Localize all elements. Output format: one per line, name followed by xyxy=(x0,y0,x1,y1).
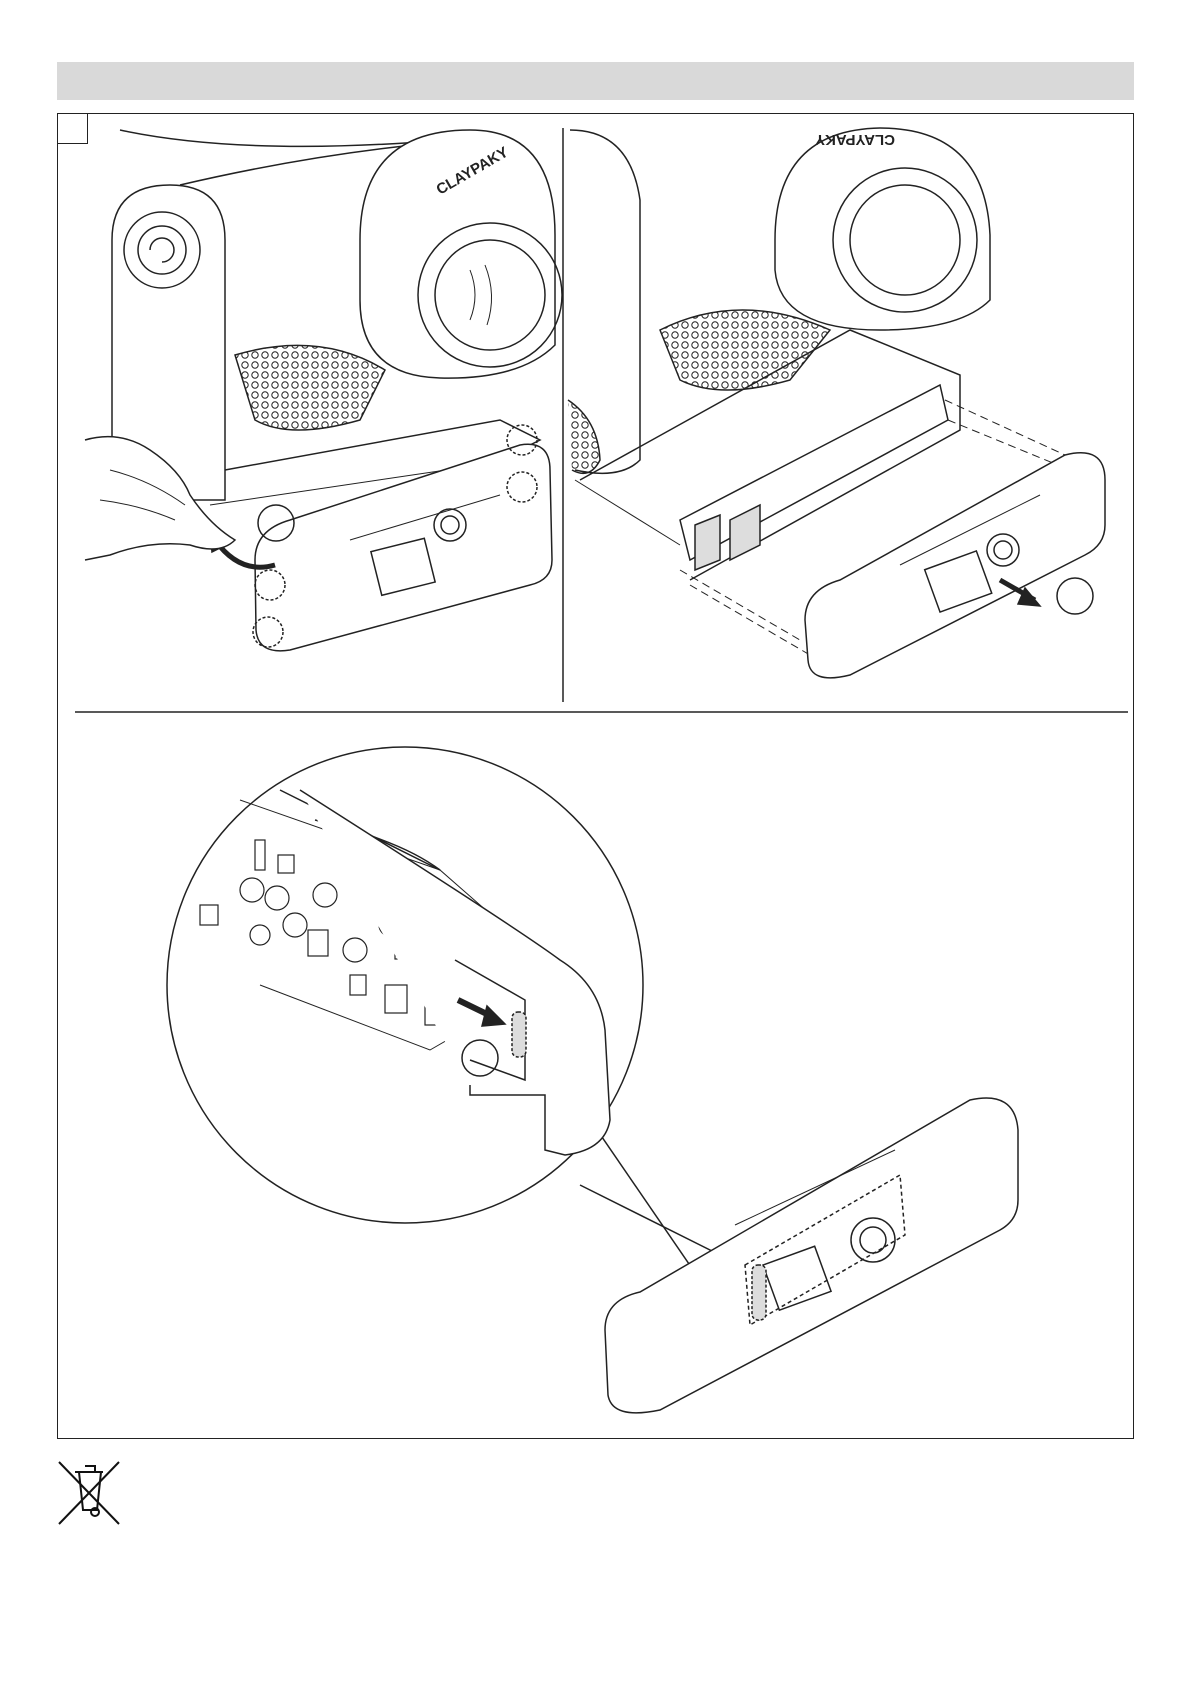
vent-grille xyxy=(235,345,385,430)
panel-detail-zoom xyxy=(167,747,1018,1413)
logo-text-2: CLAYPAKY xyxy=(815,131,895,148)
callout-circle-2 xyxy=(1057,578,1093,614)
weee-crossed-bin-icon xyxy=(59,1462,119,1524)
zoom-highlight-slot xyxy=(512,1012,526,1057)
zoomed-front-cover xyxy=(605,1098,1018,1413)
panel-remove-screws: CLAYPAKY xyxy=(85,130,562,651)
lens-head-2 xyxy=(775,128,990,330)
panel-detach-front-cover: CLAYPAKY xyxy=(568,128,1105,678)
detached-front-cover xyxy=(805,453,1105,678)
highlight-slot xyxy=(752,1265,766,1320)
zoom-cover-edge xyxy=(300,790,610,1155)
front-cover xyxy=(255,444,552,651)
